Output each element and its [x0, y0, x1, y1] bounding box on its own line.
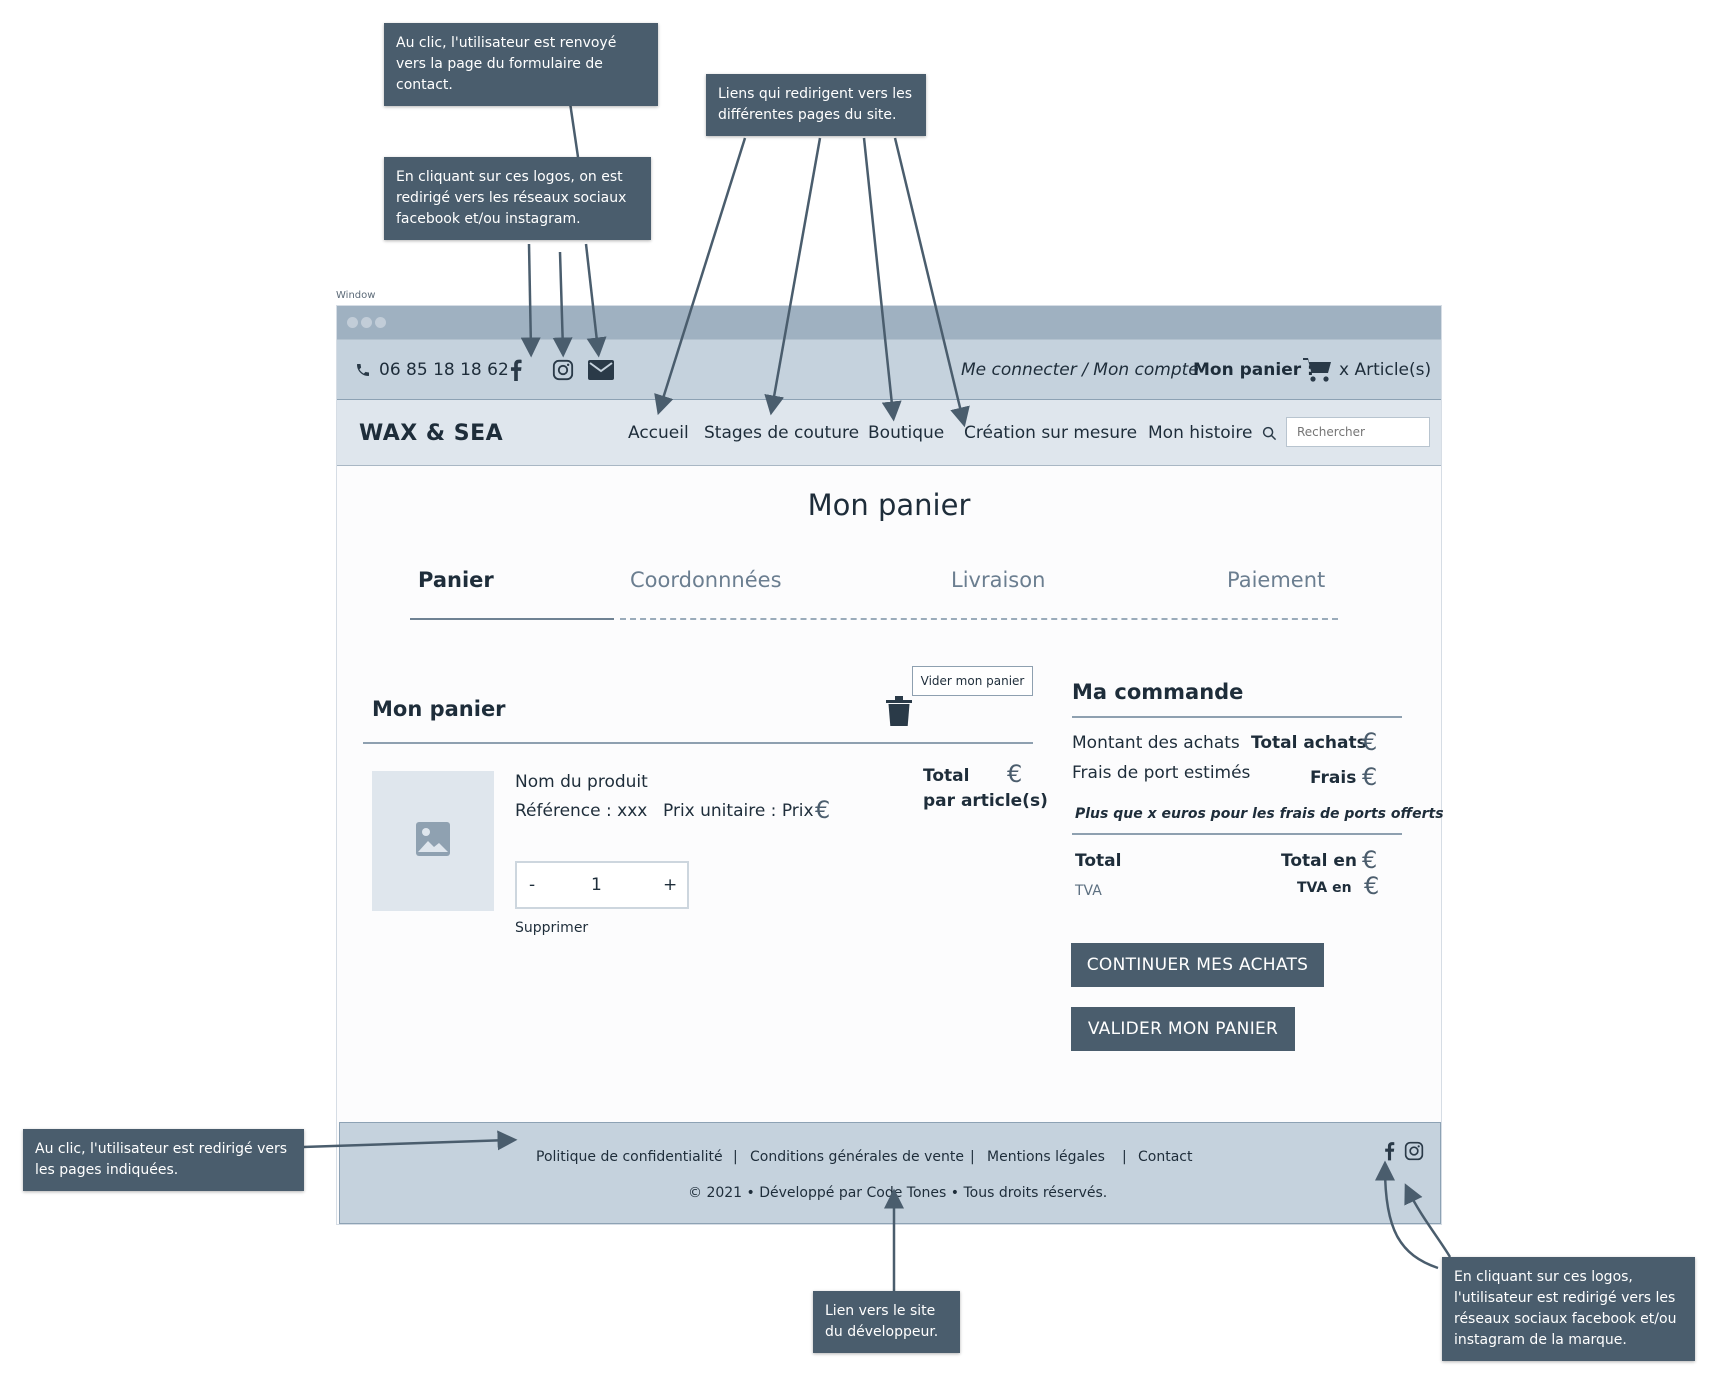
shipping-label: Frais de port estimés — [1072, 763, 1251, 783]
step-progress-remaining — [620, 618, 1338, 620]
shipping-currency: € — [1362, 763, 1378, 791]
annotation-nav-links: Liens qui redirigent vers les différente… — [706, 74, 926, 136]
window-titlebar — [337, 306, 1441, 339]
unit-price-currency: € — [815, 796, 831, 824]
vat-label: TVA — [1075, 883, 1102, 899]
cart-label[interactable]: Mon panier : — [1193, 360, 1314, 380]
annotation-footer-links: Au clic, l'utilisateur est redirigé vers… — [23, 1129, 304, 1191]
facebook-icon — [1384, 1142, 1395, 1165]
nav-bar: WAX & SEA Accueil Stages de couture Bout… — [337, 400, 1441, 466]
window-label: Window — [336, 290, 376, 301]
empty-cart-button[interactable]: Vider mon panier — [912, 666, 1033, 696]
footer-facebook-link[interactable] — [1384, 1141, 1395, 1165]
product-image — [372, 771, 494, 911]
search-button[interactable] — [1262, 400, 1277, 466]
product-unit-price: Prix unitaire : Prix — [663, 801, 814, 821]
step-panier[interactable]: Panier — [418, 568, 494, 592]
footer-separator: | — [1122, 1149, 1127, 1165]
instagram-icon — [1404, 1141, 1424, 1165]
phone-link[interactable]: 06 85 18 18 62 — [355, 340, 509, 400]
vat-currency: € — [1364, 872, 1380, 900]
item-total-currency: € — [1007, 760, 1023, 788]
nav-link-histoire[interactable]: Mon histoire — [1148, 423, 1253, 443]
instagram-icon — [552, 359, 574, 381]
order-divider-top — [1072, 716, 1402, 718]
footer-copyright-developer-link[interactable]: © 2021 • Développé par Code Tones • Tous… — [688, 1185, 1108, 1201]
nav-link-stages[interactable]: Stages de couture — [704, 423, 860, 443]
step-coordonnees[interactable]: Coordonnnées — [630, 568, 782, 592]
order-divider-bottom — [1072, 833, 1402, 835]
annotation-contact: Au clic, l'utilisateur est renvoyé vers … — [384, 23, 658, 106]
annotation-social-top: En cliquant sur ces logos, on est rediri… — [384, 157, 651, 240]
footer: Politique de confidentialité | Condition… — [339, 1122, 1441, 1224]
item-total-label-2: par article(s) — [923, 791, 1048, 811]
window-dot-minimize[interactable] — [361, 317, 372, 328]
order-section-title: Ma commande — [1072, 680, 1244, 704]
browser-window: 06 85 18 18 62 Me connecter / Mon compte… — [336, 305, 1444, 1225]
trash-icon[interactable] — [886, 696, 912, 730]
shipping-value: Frais — [1310, 768, 1357, 788]
footer-instagram-link[interactable] — [1404, 1141, 1424, 1165]
total-value: Total en — [1281, 851, 1357, 871]
step-paiement[interactable]: Paiement — [1227, 568, 1326, 592]
qty-value[interactable]: 1 — [591, 875, 602, 895]
item-total-label-1: Total — [923, 766, 970, 786]
cart-divider — [363, 742, 1033, 744]
total-currency: € — [1362, 846, 1378, 874]
cart-section-title: Mon panier — [372, 697, 506, 721]
footer-separator: | — [970, 1149, 975, 1165]
step-livraison[interactable]: Livraison — [951, 568, 1046, 592]
facebook-icon — [509, 359, 523, 381]
footer-link-privacy[interactable]: Politique de confidentialité — [536, 1149, 723, 1165]
product-name[interactable]: Nom du produit — [515, 772, 648, 792]
search-input[interactable] — [1286, 417, 1430, 447]
mail-icon — [588, 360, 614, 380]
cart-icon — [1303, 357, 1333, 383]
vat-value: TVA en — [1297, 880, 1352, 896]
phone-number: 06 85 18 18 62 — [379, 360, 509, 380]
window-dot-maximize[interactable] — [375, 317, 386, 328]
validate-cart-button[interactable]: VALIDER MON PANIER — [1071, 1007, 1295, 1051]
cart-link[interactable]: x Article(s) — [1303, 340, 1431, 400]
total-label: Total — [1075, 851, 1122, 871]
product-reference: Référence : xxx — [515, 801, 648, 821]
nav-link-accueil[interactable]: Accueil — [628, 423, 689, 443]
remove-item-link[interactable]: Supprimer — [515, 920, 589, 936]
account-link[interactable]: Me connecter / Mon compte — [961, 360, 1199, 380]
cart-count: x Article(s) — [1339, 360, 1432, 380]
footer-link-legal[interactable]: Mentions légales — [987, 1149, 1105, 1165]
qty-minus-button[interactable]: - — [529, 875, 536, 895]
footer-link-contact[interactable]: Contact — [1138, 1149, 1193, 1165]
page-title: Mon panier — [807, 488, 971, 522]
purchases-currency: € — [1362, 728, 1378, 756]
image-icon — [415, 821, 451, 861]
purchases-label: Montant des achats — [1072, 733, 1240, 753]
nav-link-creation[interactable]: Création sur mesure — [964, 423, 1138, 443]
step-progress-active — [410, 618, 614, 620]
instagram-link[interactable] — [552, 340, 574, 400]
footer-link-terms[interactable]: Conditions générales de vente — [750, 1149, 964, 1165]
phone-icon — [355, 362, 371, 378]
free-shipping-note: Plus que x euros pour les frais de ports… — [1075, 806, 1444, 822]
quantity-stepper: - 1 + — [515, 861, 689, 909]
contact-mail-link[interactable] — [588, 340, 614, 400]
footer-separator: | — [733, 1149, 738, 1165]
site-logo[interactable]: WAX & SEA — [359, 420, 504, 446]
purchases-value: Total achats — [1251, 733, 1367, 753]
qty-plus-button[interactable]: + — [663, 875, 678, 895]
top-bar: 06 85 18 18 62 Me connecter / Mon compte… — [337, 339, 1441, 400]
annotation-developer: Lien vers le site du développeur. — [813, 1291, 960, 1353]
facebook-link[interactable] — [509, 340, 523, 400]
continue-shopping-button[interactable]: CONTINUER MES ACHATS — [1071, 943, 1324, 987]
window-dot-close[interactable] — [347, 317, 358, 328]
search-icon — [1262, 426, 1277, 441]
nav-link-boutique[interactable]: Boutique — [868, 423, 945, 443]
annotation-social-footer: En cliquant sur ces logos, l'utilisateur… — [1442, 1257, 1695, 1361]
